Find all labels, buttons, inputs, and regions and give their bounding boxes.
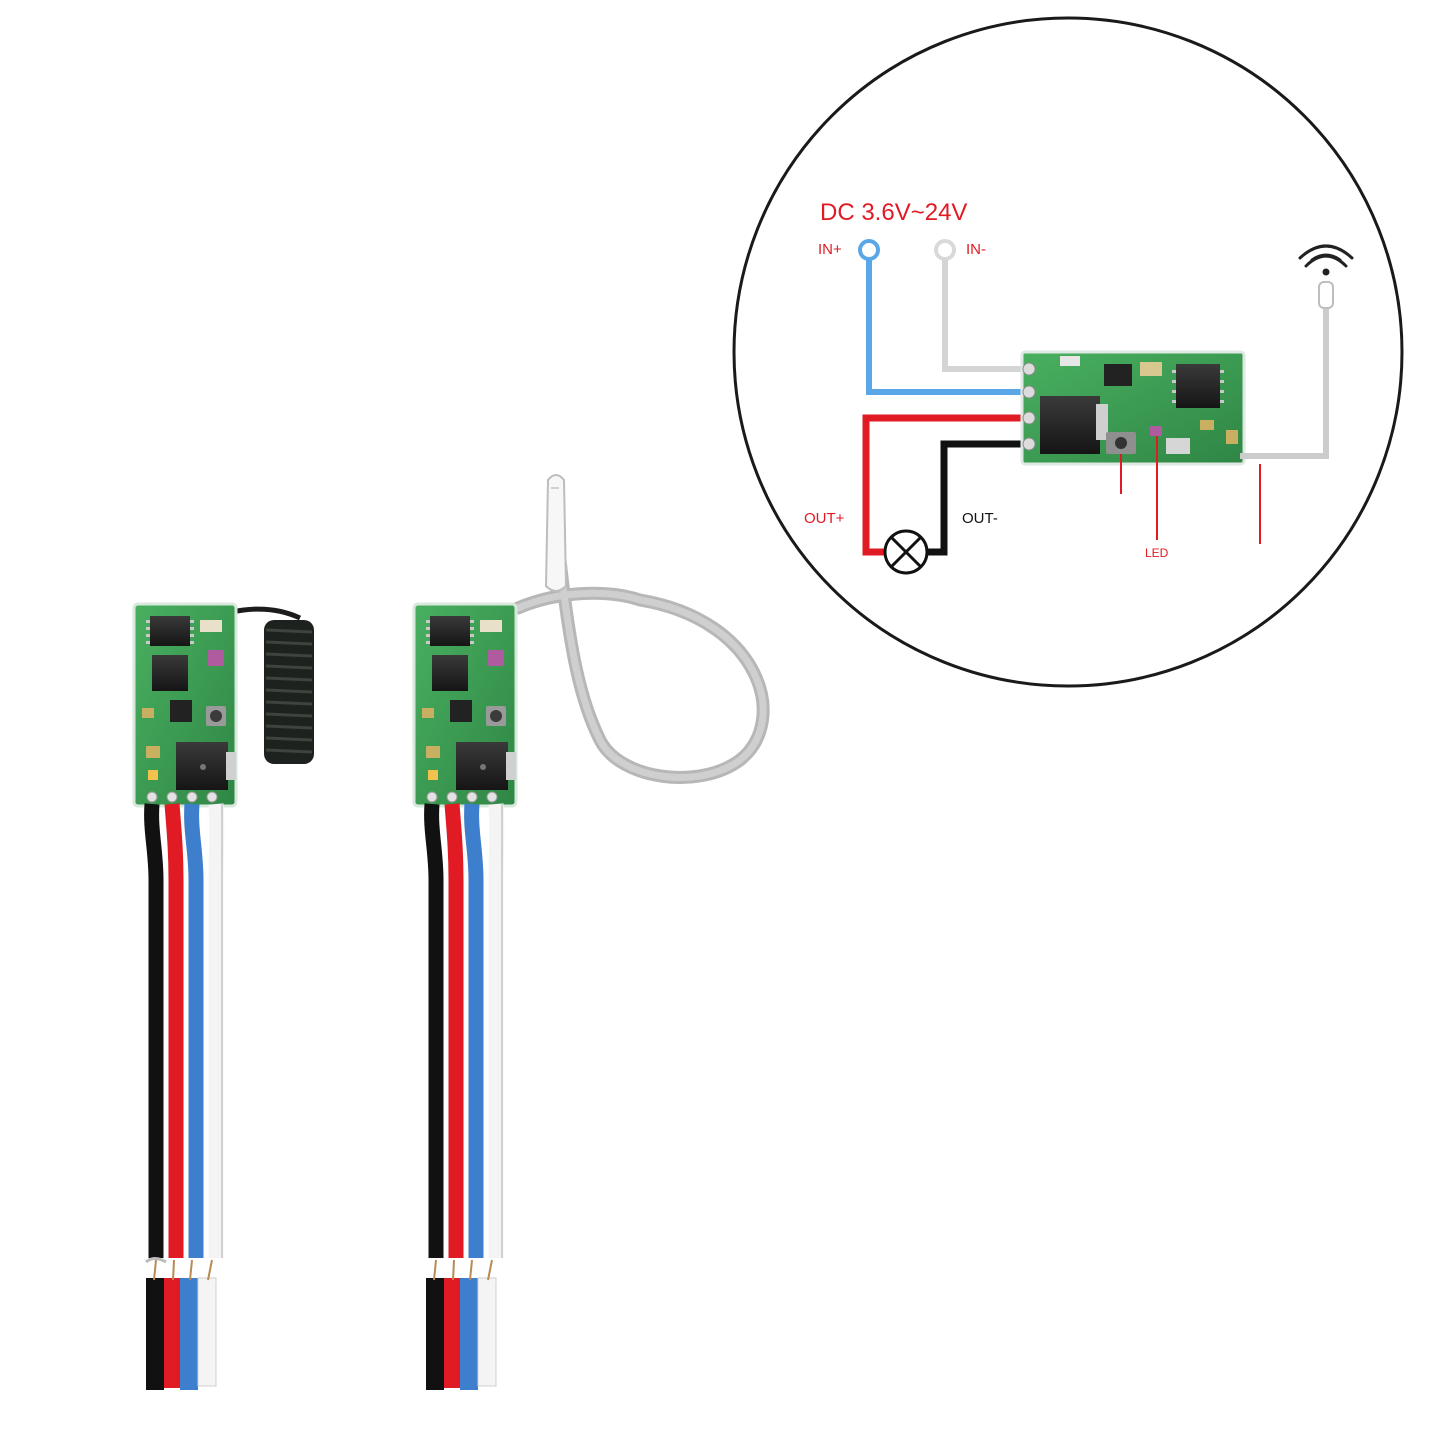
antenna-tip bbox=[1318, 281, 1334, 309]
terminal-ring-icon bbox=[934, 239, 956, 261]
terminal-ring-icon bbox=[858, 239, 880, 261]
lead-wires bbox=[144, 803, 225, 1258]
receiver-module-coil-antenna bbox=[132, 602, 314, 1390]
wire-antenna bbox=[511, 474, 770, 784]
out-minus-label: OUT- bbox=[962, 510, 998, 527]
wiring-diagram: DC 3.6V~24V IN+ IN- OUT+ OUT- bbox=[732, 16, 1404, 688]
diagram-pcb bbox=[1020, 350, 1246, 466]
antenna-wire bbox=[1240, 296, 1329, 459]
pcb-board bbox=[412, 602, 518, 808]
receiver-module-wire-antenna bbox=[412, 474, 770, 1390]
out-plus-label: OUT+ bbox=[804, 510, 845, 527]
led-label: LED bbox=[1145, 546, 1169, 560]
callout-lines bbox=[1120, 436, 1261, 544]
lamp-icon bbox=[883, 529, 929, 575]
lead-wires bbox=[424, 803, 505, 1258]
in-plus-wire bbox=[866, 259, 1030, 395]
supply-voltage-label: DC 3.6V~24V bbox=[820, 199, 967, 226]
wifi-signal-icon bbox=[1298, 244, 1354, 276]
out-plus-wire bbox=[862, 414, 1030, 556]
pcb-board bbox=[132, 602, 238, 808]
wire-ends bbox=[426, 1259, 497, 1390]
out-minus-wire bbox=[928, 440, 1030, 556]
in-minus-label: IN- bbox=[966, 241, 986, 258]
coil-antenna bbox=[231, 606, 314, 764]
in-plus-label: IN+ bbox=[818, 241, 842, 258]
wire-ends bbox=[145, 1257, 217, 1390]
in-minus-wire bbox=[942, 259, 1030, 372]
